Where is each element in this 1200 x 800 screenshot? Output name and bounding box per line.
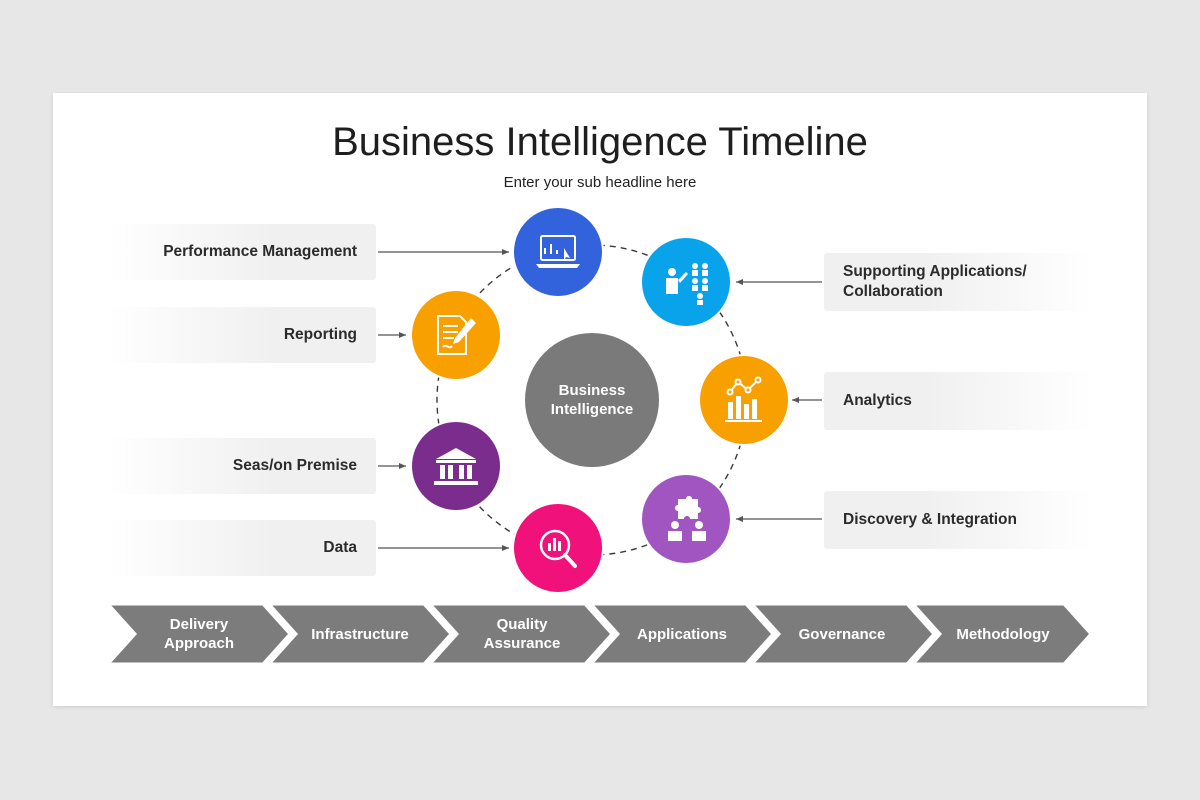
node-seas bbox=[410, 420, 502, 512]
chevron-methodology bbox=[909, 602, 1094, 666]
label-data: Data bbox=[108, 520, 376, 576]
team-presentation-icon bbox=[666, 263, 708, 305]
label-reporting: Reporting bbox=[108, 307, 376, 363]
chevron-delivery-approach bbox=[104, 602, 293, 666]
page-subtitle: Enter your sub headline here bbox=[503, 174, 697, 191]
puzzle-team-icon bbox=[668, 496, 706, 541]
chevron-governance bbox=[748, 602, 937, 666]
node-data bbox=[512, 502, 604, 594]
label-seas-on-premise: Seas/on Premise bbox=[108, 438, 376, 494]
bar-chart-icon bbox=[725, 376, 762, 422]
laptop-chart-icon bbox=[536, 235, 580, 268]
chevron-label-quality-assurance: Quality Assurance bbox=[483, 616, 561, 652]
chevron-infrastructure bbox=[265, 602, 454, 666]
node-discovery bbox=[640, 473, 732, 565]
label-analytics: Analytics bbox=[824, 372, 1092, 430]
bank-building-icon bbox=[434, 448, 478, 485]
chevron-label-methodology: Methodology bbox=[956, 625, 1050, 643]
node-performance bbox=[512, 206, 604, 298]
node-analytics bbox=[698, 354, 790, 446]
chevron-quality-assurance bbox=[426, 602, 615, 666]
label-performance-management: Performance Management bbox=[108, 224, 376, 280]
chevron-label-governance: Governance bbox=[798, 625, 886, 643]
page-title: Business Intelligence Timeline bbox=[332, 120, 868, 164]
chevron-label-infrastructure: Infrastructure bbox=[311, 625, 409, 643]
timeline-chevrons bbox=[104, 602, 1094, 666]
magnifier-chart-icon bbox=[539, 529, 577, 568]
node-supporting bbox=[640, 236, 732, 328]
center-label: Business Intelligence bbox=[550, 382, 634, 418]
node-reporting bbox=[410, 289, 502, 381]
center-circle bbox=[525, 333, 659, 467]
label-discovery-integration: Discovery & Integration bbox=[824, 491, 1092, 549]
document-pen-icon bbox=[437, 315, 476, 355]
chevron-applications bbox=[587, 602, 776, 666]
chevron-label-delivery-approach: Delivery Approach bbox=[163, 616, 234, 652]
chevron-label-applications: Applications bbox=[636, 625, 727, 643]
label-supporting-applications: Supporting Applications/ Collaboration bbox=[824, 253, 1092, 311]
label-supporting-applications-text: Supporting Applications/ Collaboration bbox=[843, 263, 1027, 300]
